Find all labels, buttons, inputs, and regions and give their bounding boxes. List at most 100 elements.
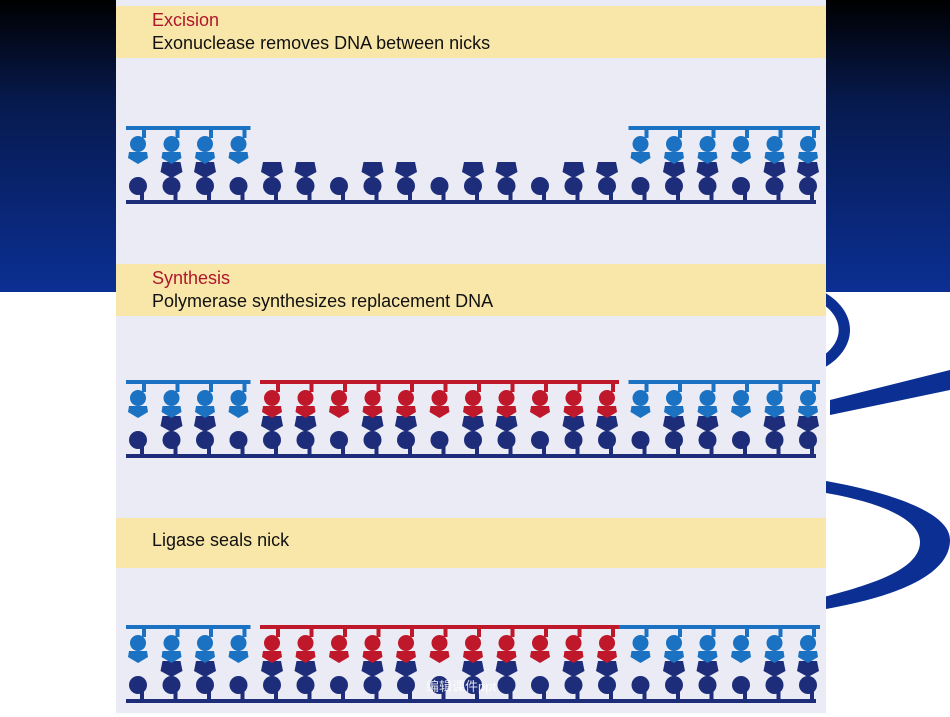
bottom-base — [194, 661, 216, 677]
new-top-base — [396, 651, 416, 663]
bottom-nucleotide — [129, 431, 147, 449]
new-top-base — [530, 406, 550, 418]
bottom-base — [763, 162, 786, 178]
bottom-nucleotide — [296, 177, 315, 195]
bottom-base — [194, 416, 216, 432]
old-top-base — [161, 152, 182, 164]
new-top-base — [463, 406, 483, 418]
bottom-nucleotide — [263, 676, 281, 694]
old-top-base — [764, 406, 785, 418]
old-top-nucleotide — [197, 390, 213, 406]
old-top-base — [731, 651, 751, 663]
bottom-base — [696, 661, 719, 677]
bottom-nucleotide — [598, 431, 616, 449]
bottom-nucleotide — [799, 431, 817, 449]
bottom-base — [763, 416, 786, 432]
bottom-nucleotide — [263, 431, 281, 449]
new-top-base — [496, 406, 517, 418]
new-top-nucleotide — [599, 635, 615, 651]
new-top-nucleotide — [532, 390, 548, 406]
old-top-base — [764, 152, 785, 164]
bottom-nucleotide — [631, 177, 650, 195]
bottom-nucleotide — [430, 431, 449, 449]
old-top-nucleotide — [699, 390, 716, 406]
old-top-nucleotide — [766, 635, 783, 651]
bottom-base — [596, 661, 618, 677]
new-top-base — [530, 651, 550, 663]
new-top-nucleotide — [331, 390, 347, 406]
old-top-nucleotide — [699, 635, 716, 651]
bottom-base — [261, 661, 283, 677]
figure-panel: Excision Exonuclease removes DNA between… — [116, 0, 826, 713]
bottom-nucleotide — [397, 431, 415, 449]
new-top-nucleotide — [331, 635, 347, 651]
step-title: Excision — [152, 10, 220, 30]
old-top-base — [161, 651, 182, 663]
new-top-nucleotide — [398, 390, 414, 406]
old-top-base — [664, 406, 684, 418]
old-top-base — [764, 651, 785, 663]
old-top-base — [228, 651, 249, 663]
bottom-nucleotide — [631, 431, 650, 449]
bottom-nucleotide — [363, 431, 382, 449]
bottom-nucleotide — [732, 676, 750, 694]
bottom-base — [696, 416, 719, 432]
bottom-base — [160, 416, 183, 432]
bottom-nucleotide — [531, 676, 549, 694]
bottom-nucleotide — [564, 676, 583, 694]
bottom-nucleotide — [598, 676, 616, 694]
bottom-base — [596, 416, 618, 432]
new-top-nucleotide — [398, 635, 414, 651]
old-top-base — [731, 152, 751, 164]
new-top-base — [362, 651, 383, 663]
old-top-nucleotide — [130, 390, 146, 406]
bottom-base — [395, 162, 417, 178]
new-top-nucleotide — [465, 635, 481, 651]
bottom-nucleotide — [598, 177, 616, 195]
dna-duplex-excision — [126, 126, 820, 204]
step-banner-excision: Excision Exonuclease removes DNA between… — [116, 6, 826, 58]
bottom-base — [294, 661, 317, 677]
old-top-nucleotide — [632, 635, 649, 651]
old-top-nucleotide — [766, 390, 783, 406]
bottom-base — [361, 661, 384, 677]
new-top-nucleotide — [498, 390, 515, 406]
dna-duplex-synthesis — [126, 380, 820, 458]
old-top-nucleotide — [699, 136, 716, 152]
bottom-nucleotide — [698, 676, 717, 694]
bottom-nucleotide — [531, 431, 549, 449]
new-top-base — [262, 651, 282, 663]
decorative-swoosh — [820, 290, 950, 610]
dna-duplex-ligation — [126, 625, 820, 703]
bottom-nucleotide — [397, 177, 415, 195]
old-top-nucleotide — [197, 635, 213, 651]
old-top-nucleotide — [163, 136, 180, 152]
bottom-base — [462, 661, 484, 677]
bottom-nucleotide — [464, 676, 482, 694]
step-banner-synthesis: Synthesis Polymerase synthesizes replace… — [116, 264, 826, 316]
new-top-base — [262, 406, 282, 418]
old-top-nucleotide — [230, 136, 247, 152]
bottom-base — [696, 162, 719, 178]
new-top-nucleotide — [364, 390, 381, 406]
bottom-base — [194, 162, 216, 178]
bottom-base — [294, 416, 317, 432]
old-top-base — [630, 651, 651, 663]
bottom-base — [495, 162, 518, 178]
old-top-nucleotide — [130, 635, 146, 651]
old-top-nucleotide — [230, 635, 247, 651]
bottom-base — [495, 661, 518, 677]
step-banner-ligation: Ligase seals nick — [116, 518, 826, 568]
bottom-nucleotide — [196, 177, 214, 195]
bottom-nucleotide — [665, 676, 683, 694]
bottom-nucleotide — [196, 431, 214, 449]
old-top-base — [697, 406, 718, 418]
bottom-base — [763, 661, 786, 677]
old-top-nucleotide — [632, 390, 649, 406]
old-top-nucleotide — [197, 136, 213, 152]
old-top-nucleotide — [666, 390, 682, 406]
old-top-base — [798, 152, 818, 164]
bottom-base — [462, 162, 484, 178]
new-top-nucleotide — [364, 635, 381, 651]
new-top-base — [429, 651, 450, 663]
